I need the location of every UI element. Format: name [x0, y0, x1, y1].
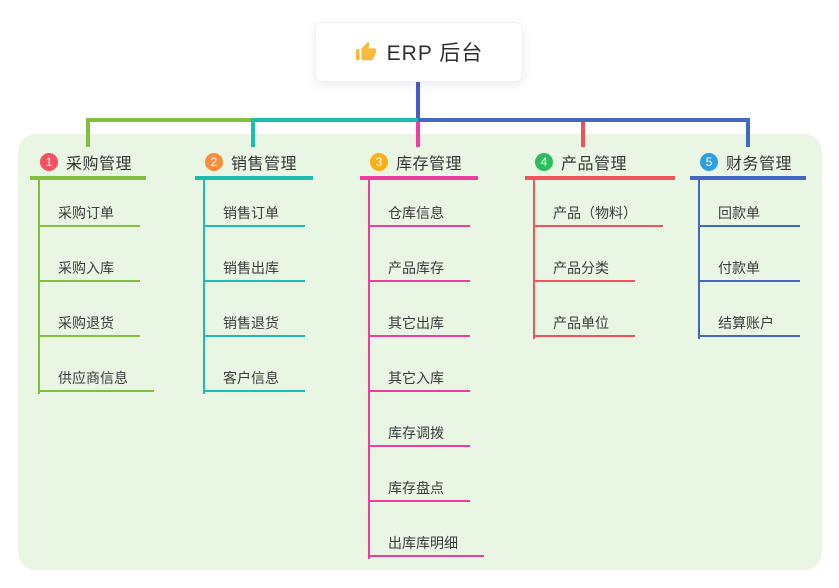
- child-node[interactable]: 产品分类: [533, 258, 635, 282]
- child-node[interactable]: 供应商信息: [38, 368, 154, 392]
- branch-drop-line: [581, 122, 585, 147]
- root-connector-line: [416, 82, 420, 122]
- root-node[interactable]: ERP 后台: [315, 22, 523, 82]
- branch-badge: 2: [205, 152, 223, 171]
- branch-drop-line: [416, 122, 420, 147]
- branch-badge: 4: [535, 152, 553, 171]
- branch-drop-line: [86, 118, 90, 147]
- branches-background-panel: [18, 134, 822, 570]
- branch-header-1[interactable]: 1 采购管理: [30, 149, 147, 180]
- child-node[interactable]: 库存盘点: [368, 478, 470, 502]
- branch-title: 销售管理: [231, 155, 298, 173]
- child-node[interactable]: 采购订单: [38, 203, 140, 227]
- branch-drop-line: [251, 118, 255, 147]
- child-node[interactable]: 采购退货: [38, 313, 140, 337]
- branch-header-3[interactable]: 3 库存管理: [360, 149, 478, 180]
- branch-header-4[interactable]: 4 产品管理: [525, 149, 675, 180]
- child-node[interactable]: 采购入库: [38, 258, 140, 282]
- branch-badge: 5: [700, 152, 718, 171]
- branch-children-connector: [38, 179, 40, 394]
- branch-children-connector: [698, 179, 700, 339]
- branch-drop-line: [746, 118, 750, 147]
- branch-children-connector: [203, 179, 205, 394]
- child-node[interactable]: 销售出库: [203, 258, 305, 282]
- branch-header-2[interactable]: 2 销售管理: [195, 149, 313, 180]
- child-node[interactable]: 回款单: [698, 203, 800, 227]
- child-node[interactable]: 库存调拨: [368, 423, 470, 447]
- bus-segment-teal: [253, 118, 418, 122]
- child-node[interactable]: 其它出库: [368, 313, 470, 337]
- branch-title: 产品管理: [561, 155, 628, 173]
- branch-children-connector: [368, 179, 370, 559]
- thumbs-up-icon: [355, 41, 377, 63]
- branch-title: 财务管理: [726, 155, 793, 173]
- branch-title: 库存管理: [396, 155, 463, 173]
- child-node[interactable]: 出库库明细: [368, 533, 484, 557]
- branch-children-connector: [533, 179, 535, 339]
- child-node[interactable]: 产品库存: [368, 258, 470, 282]
- child-node[interactable]: 销售订单: [203, 203, 305, 227]
- bus-segment-blue: [418, 118, 750, 122]
- child-node[interactable]: 客户信息: [203, 368, 305, 392]
- branch-badge: 1: [40, 152, 58, 171]
- branch-header-5[interactable]: 5 财务管理: [690, 149, 807, 180]
- child-node[interactable]: 结算账户: [698, 313, 800, 337]
- branch-title: 采购管理: [66, 155, 133, 173]
- branch-badge: 3: [370, 152, 388, 171]
- child-node[interactable]: 产品单位: [533, 313, 635, 337]
- root-node-title: ERP 后台: [386, 42, 484, 65]
- child-node[interactable]: 付款单: [698, 258, 800, 282]
- child-node[interactable]: 其它入库: [368, 368, 470, 392]
- child-node[interactable]: 仓库信息: [368, 203, 470, 227]
- child-node[interactable]: 销售退货: [203, 313, 305, 337]
- child-node[interactable]: 产品（物料）: [533, 203, 663, 227]
- bus-segment-green: [88, 118, 253, 122]
